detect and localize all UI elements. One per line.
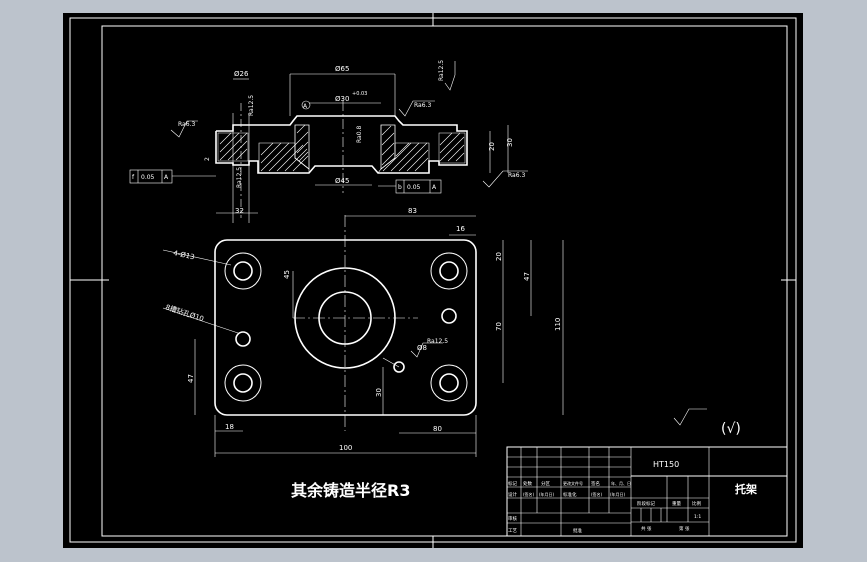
tol-left-value: 0.05 <box>141 174 155 181</box>
tb-review: 审核 <box>508 515 517 522</box>
dim-h110: 110 <box>554 318 562 331</box>
roughness-plan: Ra12.5 <box>427 338 448 345</box>
tol-bottom-datum: A <box>432 184 437 191</box>
tb-date3: (年月日) <box>610 491 626 497</box>
roughness-bottom: Ra12.5 <box>236 167 243 188</box>
tb-mark: 标记 <box>508 480 517 487</box>
dim-d26: Ø26 <box>234 70 249 78</box>
roughness-right: Ra6.3 <box>508 172 525 179</box>
tol-left-datum: A <box>164 174 169 181</box>
dim-d10: 8槽钻孔Ø10 <box>164 302 205 323</box>
plan-view: 83 16 4-Ø13 8槽钻孔Ø10 45 20 47 70 110 Ø8 R… <box>162 207 564 457</box>
title-block: HT150 托架 标记 处数 分区 更改文件号 签名 年、月、日 设计 (签名)… <box>506 446 788 537</box>
dim-h47-left: 47 <box>187 374 195 383</box>
dim-w100: 100 <box>339 444 352 452</box>
section-hatch <box>217 124 466 174</box>
dim-h47-right: 47 <box>523 272 531 281</box>
dim-h20: 20 <box>488 142 496 151</box>
tb-approve: 批准 <box>573 527 582 534</box>
tb-material: HT150 <box>653 460 679 469</box>
dim-w80: 80 <box>433 425 442 433</box>
roughness-ra08: Ra0.8 <box>356 126 363 143</box>
tolerance-frame-bottom: b 0.05 A <box>378 179 442 194</box>
roughness-left: Ra6.3 <box>178 121 195 128</box>
dim-d30: Ø30 <box>335 95 349 103</box>
tb-stage-mark: 阶段标记 <box>637 500 655 507</box>
dim-w16: 16 <box>456 225 465 233</box>
section-view: Ø26 Ø65 Ø30 +0.03 Ø45 32 30 20 2 A Ra6.3… <box>129 60 528 223</box>
dim-d45: Ø45 <box>335 177 349 185</box>
tol-bottom-value: 0.05 <box>407 184 421 191</box>
tb-zone: 分区 <box>541 480 550 487</box>
tb-sheets: 共 张 <box>641 525 652 532</box>
tb-sheet: 第 张 <box>679 525 690 532</box>
roughness-mid: Ra6.3 <box>414 102 431 109</box>
tol-left-symbol: f <box>132 174 135 181</box>
roughness-top: Ra12.5 <box>248 95 255 116</box>
datum-a: A <box>303 103 308 110</box>
casting-radius-note: 其余铸造半径R3 <box>291 481 410 500</box>
tb-scale-value: 1:1 <box>694 514 701 520</box>
tb-design: 设计 <box>508 491 517 498</box>
tolerance-frame-left: f 0.05 A <box>129 169 216 184</box>
roughness-right-top: Ra12.5 <box>438 60 445 81</box>
dim-h2: 2 <box>204 157 211 161</box>
corner-holes <box>224 252 468 402</box>
tb-sign: 签名 <box>591 480 600 487</box>
surface-finish-symbol: (√) <box>673 408 741 437</box>
tol-bottom-symbol: b <box>398 184 402 191</box>
drawing-sheet: Ø26 Ø65 Ø30 +0.03 Ø45 32 30 20 2 A Ra6.3… <box>63 13 803 548</box>
tb-weight: 重量 <box>672 500 681 507</box>
tb-count: 处数 <box>523 480 532 487</box>
dim-d8: Ø8 <box>417 344 427 352</box>
tb-sign2: (签名) <box>523 491 535 497</box>
dim-d65: Ø65 <box>335 65 349 73</box>
tb-date: 年、月、日 <box>611 480 631 486</box>
dim-d32: 32 <box>235 207 244 215</box>
tb-date2: (年月日) <box>539 491 555 497</box>
drawing-frame <box>69 13 797 548</box>
tb-part-name: 托架 <box>735 482 757 496</box>
tb-sign3: (签名) <box>591 491 603 497</box>
tb-process: 工艺 <box>508 528 517 534</box>
dim-d30-tol: +0.03 <box>352 91 367 97</box>
dim-h70: 70 <box>495 322 503 331</box>
dim-h30: 30 <box>375 388 383 397</box>
tb-scale: 比例 <box>692 500 701 507</box>
dim-h30: 30 <box>506 138 514 147</box>
dim-w18: 18 <box>225 423 234 431</box>
dim-h20: 20 <box>495 252 503 261</box>
surface-symbol-text: (√) <box>721 421 741 437</box>
dim-w83: 83 <box>408 207 417 215</box>
tb-change-doc: 更改文件号 <box>563 480 583 486</box>
tb-standardize: 标准化 <box>563 491 577 498</box>
dim-d13: 4-Ø13 <box>173 249 196 261</box>
dim-h45: 45 <box>283 270 291 279</box>
drawing-canvas: Ø26 Ø65 Ø30 +0.03 Ø45 32 30 20 2 A Ra6.3… <box>69 13 797 548</box>
